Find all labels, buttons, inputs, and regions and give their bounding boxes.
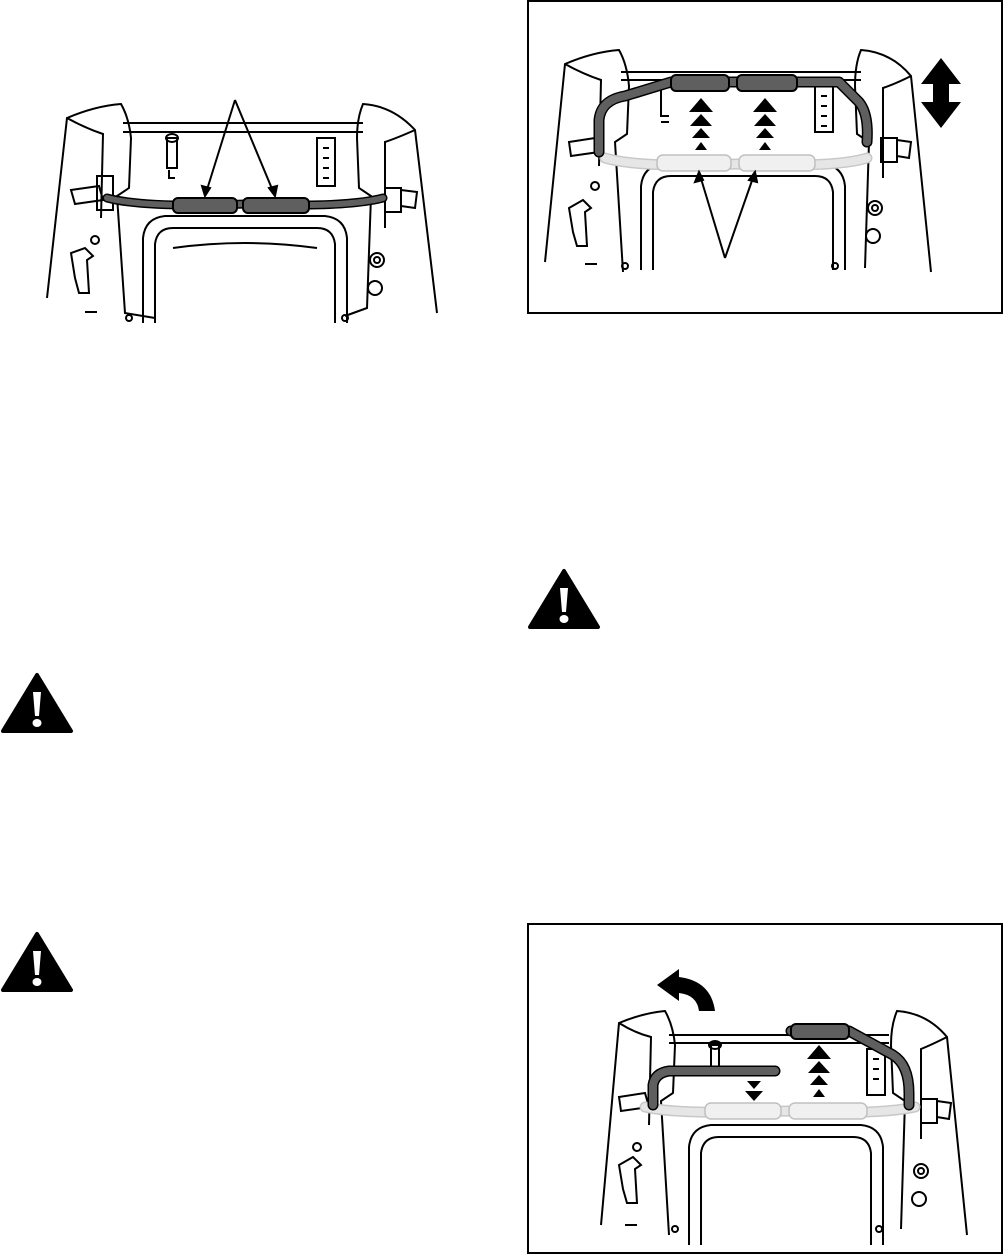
- handlebar-raised: [599, 75, 867, 152]
- warning-triangle-icon: [527, 568, 601, 630]
- warning-triangle-icon: [0, 672, 74, 734]
- figure-handlebar-one-side: [527, 923, 1003, 1254]
- up-arrows-right: [753, 98, 777, 150]
- handlebar-grips: [107, 198, 383, 213]
- mower-illustration: [45, 78, 445, 328]
- rotate-arrow-icon: [657, 969, 715, 1011]
- callout-leaders: [695, 172, 757, 258]
- up-arrows: [807, 1045, 831, 1097]
- mower-illustration: [529, 925, 1001, 1252]
- warning-triangle-icon: [0, 931, 74, 993]
- callout-leaders: [202, 100, 277, 196]
- figure-handlebar-folded: [45, 78, 445, 328]
- figure-handlebar-raise: [527, 0, 1003, 314]
- handlebar-ghost: [605, 155, 867, 171]
- handlebar-left-half: [653, 1071, 775, 1105]
- up-down-arrow-icon: [921, 58, 961, 128]
- handlebar-ghost: [645, 1103, 915, 1119]
- down-arrows: [745, 1081, 763, 1101]
- mower-illustration: [529, 2, 1001, 312]
- up-arrows-left: [689, 98, 713, 150]
